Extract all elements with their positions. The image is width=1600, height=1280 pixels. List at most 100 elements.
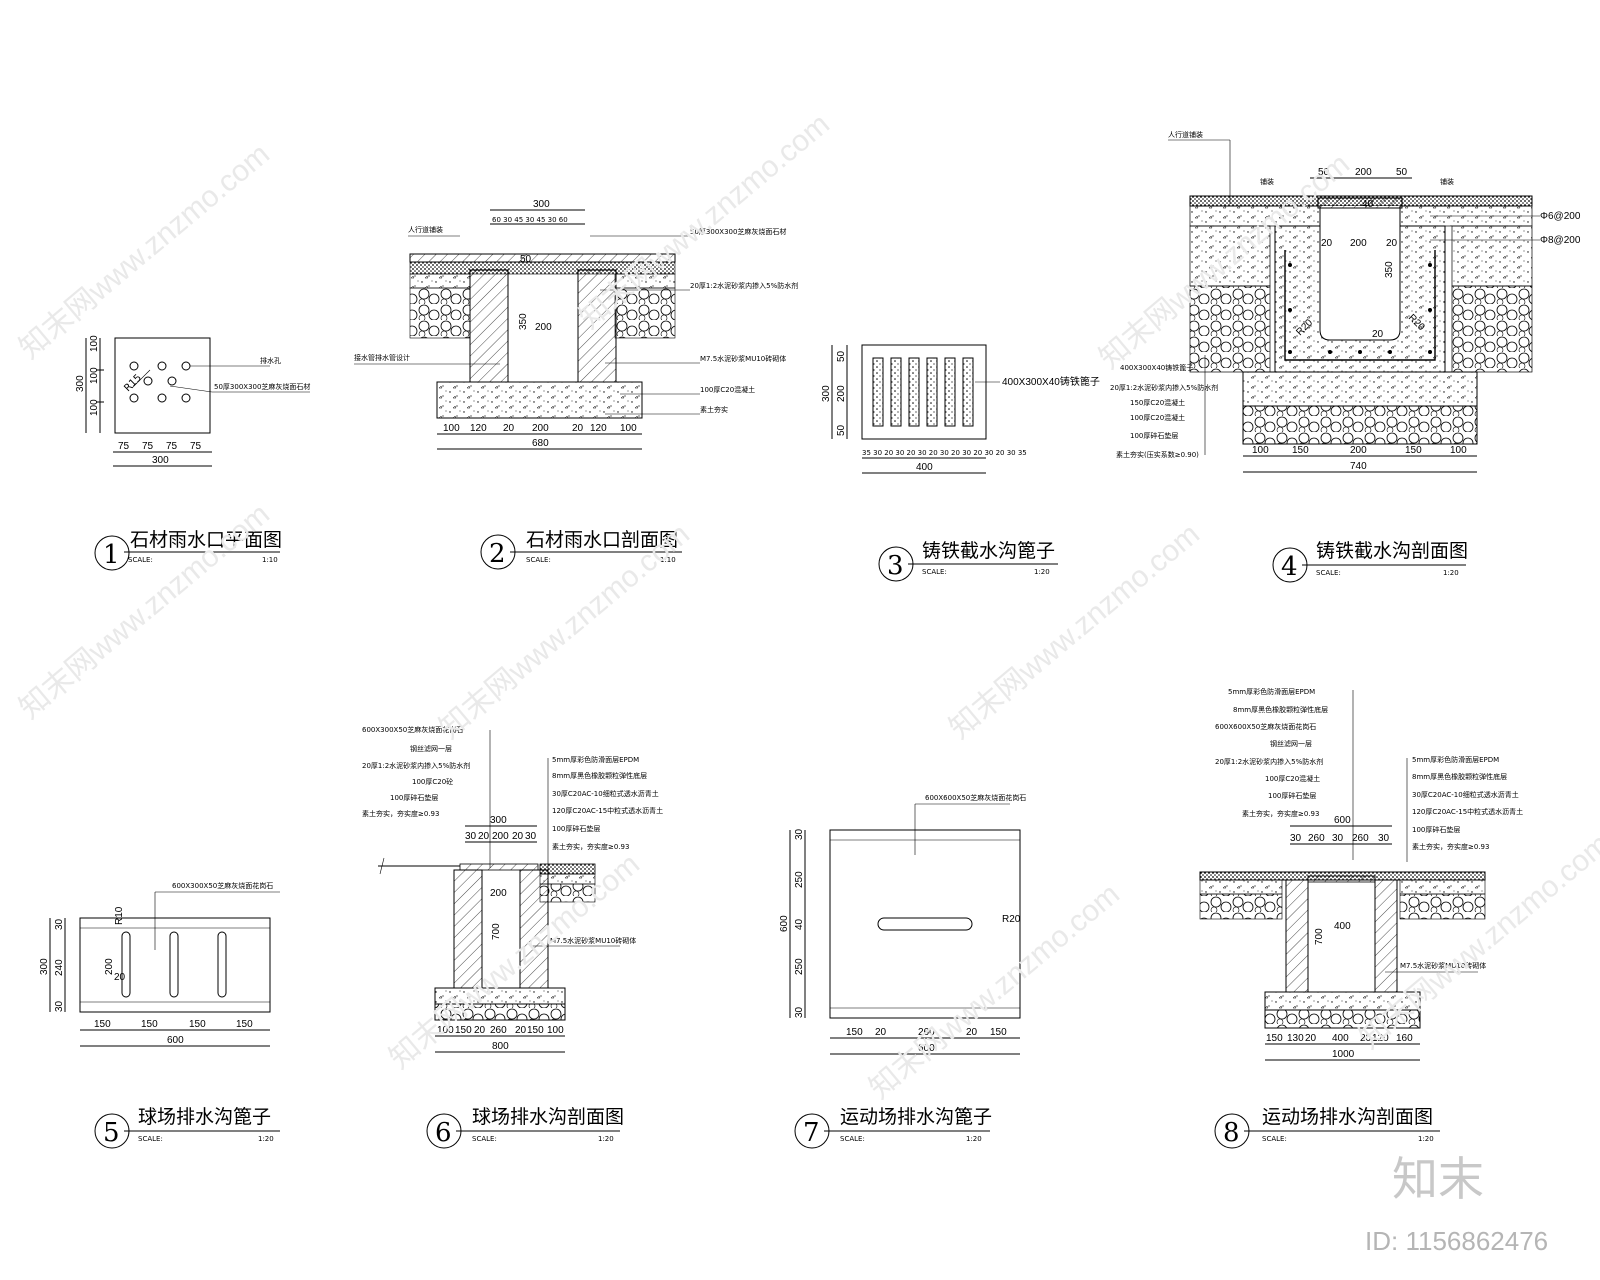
title-block-6: 6 球场排水沟剖面图 SCALE: 1:20 <box>426 1106 624 1149</box>
p2-top50: 50 <box>520 254 532 265</box>
p4-label-1: 铺装 <box>1440 177 1454 186</box>
p8-note-right-0: 5mm厚彩色防滑面层EPDM <box>1412 755 1499 764</box>
p6-overall: 800 <box>492 1041 509 1052</box>
p4-note-2: 150厚C20混凝土 <box>1130 398 1185 407</box>
p8-bottom-dim-2: 20 <box>1305 1033 1317 1044</box>
scale-label-5: SCALE: <box>138 1135 163 1143</box>
p6-note-left-5: 素土夯实，夯实度≥0.93 <box>362 809 439 818</box>
scale-label-3: SCALE: <box>922 568 947 576</box>
title-text-8: 运动场排水沟剖面图 <box>1262 1106 1433 1128</box>
p4-label-2: 40 <box>1362 199 1374 210</box>
p2-bottom-dim-6: 100 <box>620 423 637 434</box>
p3-overall-left: 300 <box>821 385 832 402</box>
p8-top-dim-3: 260 <box>1352 833 1369 844</box>
p6-label-0: 200 <box>490 888 507 899</box>
p7-left-dim-2: 40 <box>794 918 805 930</box>
p2-top-dims: 60 30 45 30 45 30 60 <box>492 216 568 224</box>
p7-bottom-dim-4: 150 <box>990 1027 1007 1038</box>
title-text-3: 铸铁截水沟篦子 <box>922 540 1055 562</box>
scale-value-2: 1:10 <box>660 556 676 564</box>
p8-note-right-5: 素土夯实，夯实度≥0.93 <box>1412 842 1489 851</box>
p5-left-dim-2: 30 <box>54 1000 65 1012</box>
p6-note-right-2: 30厚C20AC-10细粒式透水沥青土 <box>552 789 659 798</box>
p8-top-dim-4: 30 <box>1378 833 1390 844</box>
p7-radius: R20 <box>1002 914 1021 925</box>
p4-bottom-dim-1: 150 <box>1292 445 1309 456</box>
p4-label-7: 20 <box>1372 329 1384 340</box>
title-num-2: 2 <box>489 539 506 569</box>
scale-value-8: 1:20 <box>1418 1135 1434 1143</box>
scale-label-7: SCALE: <box>840 1135 865 1143</box>
p8-wall-note: M7.5水泥砂浆MU10砖砌体 <box>1400 961 1486 970</box>
p2-note-left-1: 接水管排水管设计 <box>354 353 410 362</box>
p6-bottom-dim-0: 100 <box>437 1025 454 1036</box>
p1-overall-bottom: 300 <box>152 455 169 466</box>
scale-label-2: SCALE: <box>526 556 551 564</box>
p4-rebar-0: Φ6@200 <box>1540 211 1581 222</box>
p6-bottom-dim-5: 150 <box>527 1025 544 1036</box>
p5-left-dim-0: 30 <box>54 918 65 930</box>
p6-bottom-dim-6: 100 <box>547 1025 564 1036</box>
p1-bottom-dim-1: 75 <box>142 441 154 452</box>
p8-note-left-2: 600X600X50芝麻灰烧面花岗石 <box>1215 722 1316 731</box>
p3-slots <box>872 357 974 427</box>
p8-bottom-dim-0: 150 <box>1266 1033 1283 1044</box>
p7-overall: 600 <box>918 1043 935 1054</box>
panel-1-plan: R15 排水孔 50厚300X300芝麻灰烧面石材 100 100 100 30… <box>75 335 310 467</box>
p7-left-dim-4: 30 <box>794 1006 805 1018</box>
p7-bottom-dim-2: 260 <box>918 1027 935 1038</box>
scale-label-1: SCALE: <box>128 556 153 564</box>
p8-bottom-dim-4: 20 <box>1360 1033 1372 1044</box>
p4-note-1: 20厚1:2水泥砂浆内掺入5%防水剂 <box>1110 383 1218 392</box>
p6-wall-note: M7.5水泥砂浆MU10砖砌体 <box>550 936 636 945</box>
panel-4-section: 人行道铺装 50 200 50 铺装 铺装 40 20 200 20 350 2… <box>1110 130 1581 473</box>
watermark-text: 知末网www.znzmo.com <box>573 108 836 336</box>
p2-bottom-dim-2: 20 <box>503 423 515 434</box>
p2-note-right-0: 50厚300X300芝麻灰烧面石材 <box>690 227 786 236</box>
p6-top-dim-0: 30 <box>465 831 477 842</box>
title-block-2: 2 石材雨水口剖面图 SCALE: 1:10 <box>480 529 682 570</box>
panel-5-grate: 600X300X50芝麻灰烧面花岗石 R10 200 20 30 240 30 … <box>39 881 280 1047</box>
title-block-3: 3 铸铁截水沟篦子 SCALE: 1:20 <box>878 540 1058 582</box>
title-text-4: 铸铁截水沟剖面图 <box>1316 540 1468 562</box>
p2-bottom-dim-3: 200 <box>532 423 549 434</box>
p7-left-dim-0: 30 <box>794 828 805 840</box>
p5-overall: 600 <box>167 1035 184 1046</box>
p6-note-left-0: 600X300X50芝麻灰烧面花岗石 <box>362 725 463 734</box>
scale-value-4: 1:20 <box>1443 569 1459 577</box>
p2-note-left-0: 人行道铺装 <box>408 225 443 234</box>
title-text-5: 球场排水沟篦子 <box>138 1106 271 1128</box>
p4-label-5: 20 <box>1386 238 1398 249</box>
scale-value-5: 1:20 <box>258 1135 274 1143</box>
p4-note-0: 400X300X40铸铁篦子 <box>1120 363 1193 372</box>
p4-top-note: 人行道铺装 <box>1168 130 1203 139</box>
title-text-1: 石材雨水口平面图 <box>130 529 282 551</box>
p8-note-right-2: 30厚C20AC-10细粒式透水沥青土 <box>1412 790 1519 799</box>
title-block-4: 4 铸铁截水沟剖面图 SCALE: 1:20 <box>1272 540 1468 583</box>
p6-note-right-1: 8mm厚黑色橡胶颗粒弹性底层 <box>552 771 647 780</box>
p6-bottom-dim-1: 150 <box>455 1025 472 1036</box>
p4-top-dim-0: 50 <box>1318 167 1330 178</box>
p8-bottom-dim-3: 400 <box>1332 1033 1349 1044</box>
title-num-6: 6 <box>435 1118 452 1148</box>
scale-label-6: SCALE: <box>472 1135 497 1143</box>
scale-value-7: 1:20 <box>966 1135 982 1143</box>
p3-left-dim-2: 50 <box>836 424 847 436</box>
p4-label-3: 20 <box>1321 238 1333 249</box>
p5-note: 600X300X50芝麻灰烧面花岗石 <box>172 881 273 890</box>
p6-note-right-5: 素土夯实，夯实度≥0.93 <box>552 842 629 851</box>
scale-label-8: SCALE: <box>1262 1135 1287 1143</box>
p8-bottom-dim-1: 130 <box>1287 1033 1304 1044</box>
p8-top-dim-2: 30 <box>1332 833 1344 844</box>
p8-note-left-3: 钢丝滤网一层 <box>1270 739 1312 748</box>
p6-label-1: 700 <box>491 923 502 940</box>
p1-left-dim-0: 100 <box>89 335 100 352</box>
p6-note-left-2: 20厚1:2水泥砂浆内掺入5%防水剂 <box>362 761 470 770</box>
p7-bottom-dim-1: 20 <box>875 1027 887 1038</box>
p8-bottom-dim-6: 160 <box>1396 1033 1413 1044</box>
p3-left-dim-0: 50 <box>836 350 847 362</box>
scale-value-1: 1:10 <box>262 556 278 564</box>
scale-value-6: 1:20 <box>598 1135 614 1143</box>
scale-value-3: 1:20 <box>1034 568 1050 576</box>
